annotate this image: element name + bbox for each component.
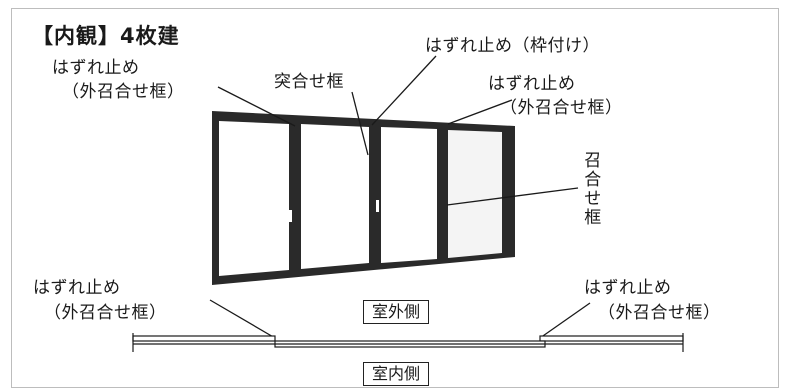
label-top-right-line2: （外召合せ框） (500, 98, 623, 118)
leader-top-right (447, 99, 513, 125)
glass-pane-1 (219, 121, 289, 276)
outdoor-side-label: 室外側 (363, 300, 430, 324)
sash-handle-1 (289, 210, 292, 222)
label-top-left-line2: （外召合せ框） (62, 82, 185, 102)
glass-pane-2 (301, 124, 369, 269)
glass-pane-3 (381, 127, 437, 263)
label-bottom-right-line1: はずれ止め (584, 278, 672, 298)
label-top-left-line1: はずれ止め (52, 58, 140, 78)
leader-top-left (217, 86, 296, 127)
diagram-title: 【内観】4枚建 (32, 24, 180, 48)
label-bottom-right-line2: （外召合せ框） (598, 303, 721, 323)
label-meeting-stile-vertical: 召合せ框 (584, 151, 602, 228)
label-meeting-rail: 突合せ框 (274, 72, 344, 92)
label-bottom-left-line2: （外召合せ框） (44, 303, 167, 323)
leader-bottom-left (209, 299, 276, 339)
indoor-side-label: 室内側 (363, 362, 430, 386)
leader-frame-stop (371, 55, 437, 126)
leader-meeting-rail (351, 91, 369, 156)
label-bottom-left-line1: はずれ止め (33, 278, 121, 298)
sash-handle-2 (376, 200, 379, 212)
leader-bottom-right (539, 302, 591, 339)
label-top-right-line1: はずれ止め (488, 74, 576, 94)
track-outer-right (539, 335, 684, 342)
glass-pane-4 (448, 130, 502, 258)
label-frame-stop: はずれ止め（枠付け） (425, 36, 600, 56)
leader-meeting-stile (446, 187, 579, 206)
diagram-border (11, 8, 779, 388)
track-outer-left (132, 335, 276, 342)
